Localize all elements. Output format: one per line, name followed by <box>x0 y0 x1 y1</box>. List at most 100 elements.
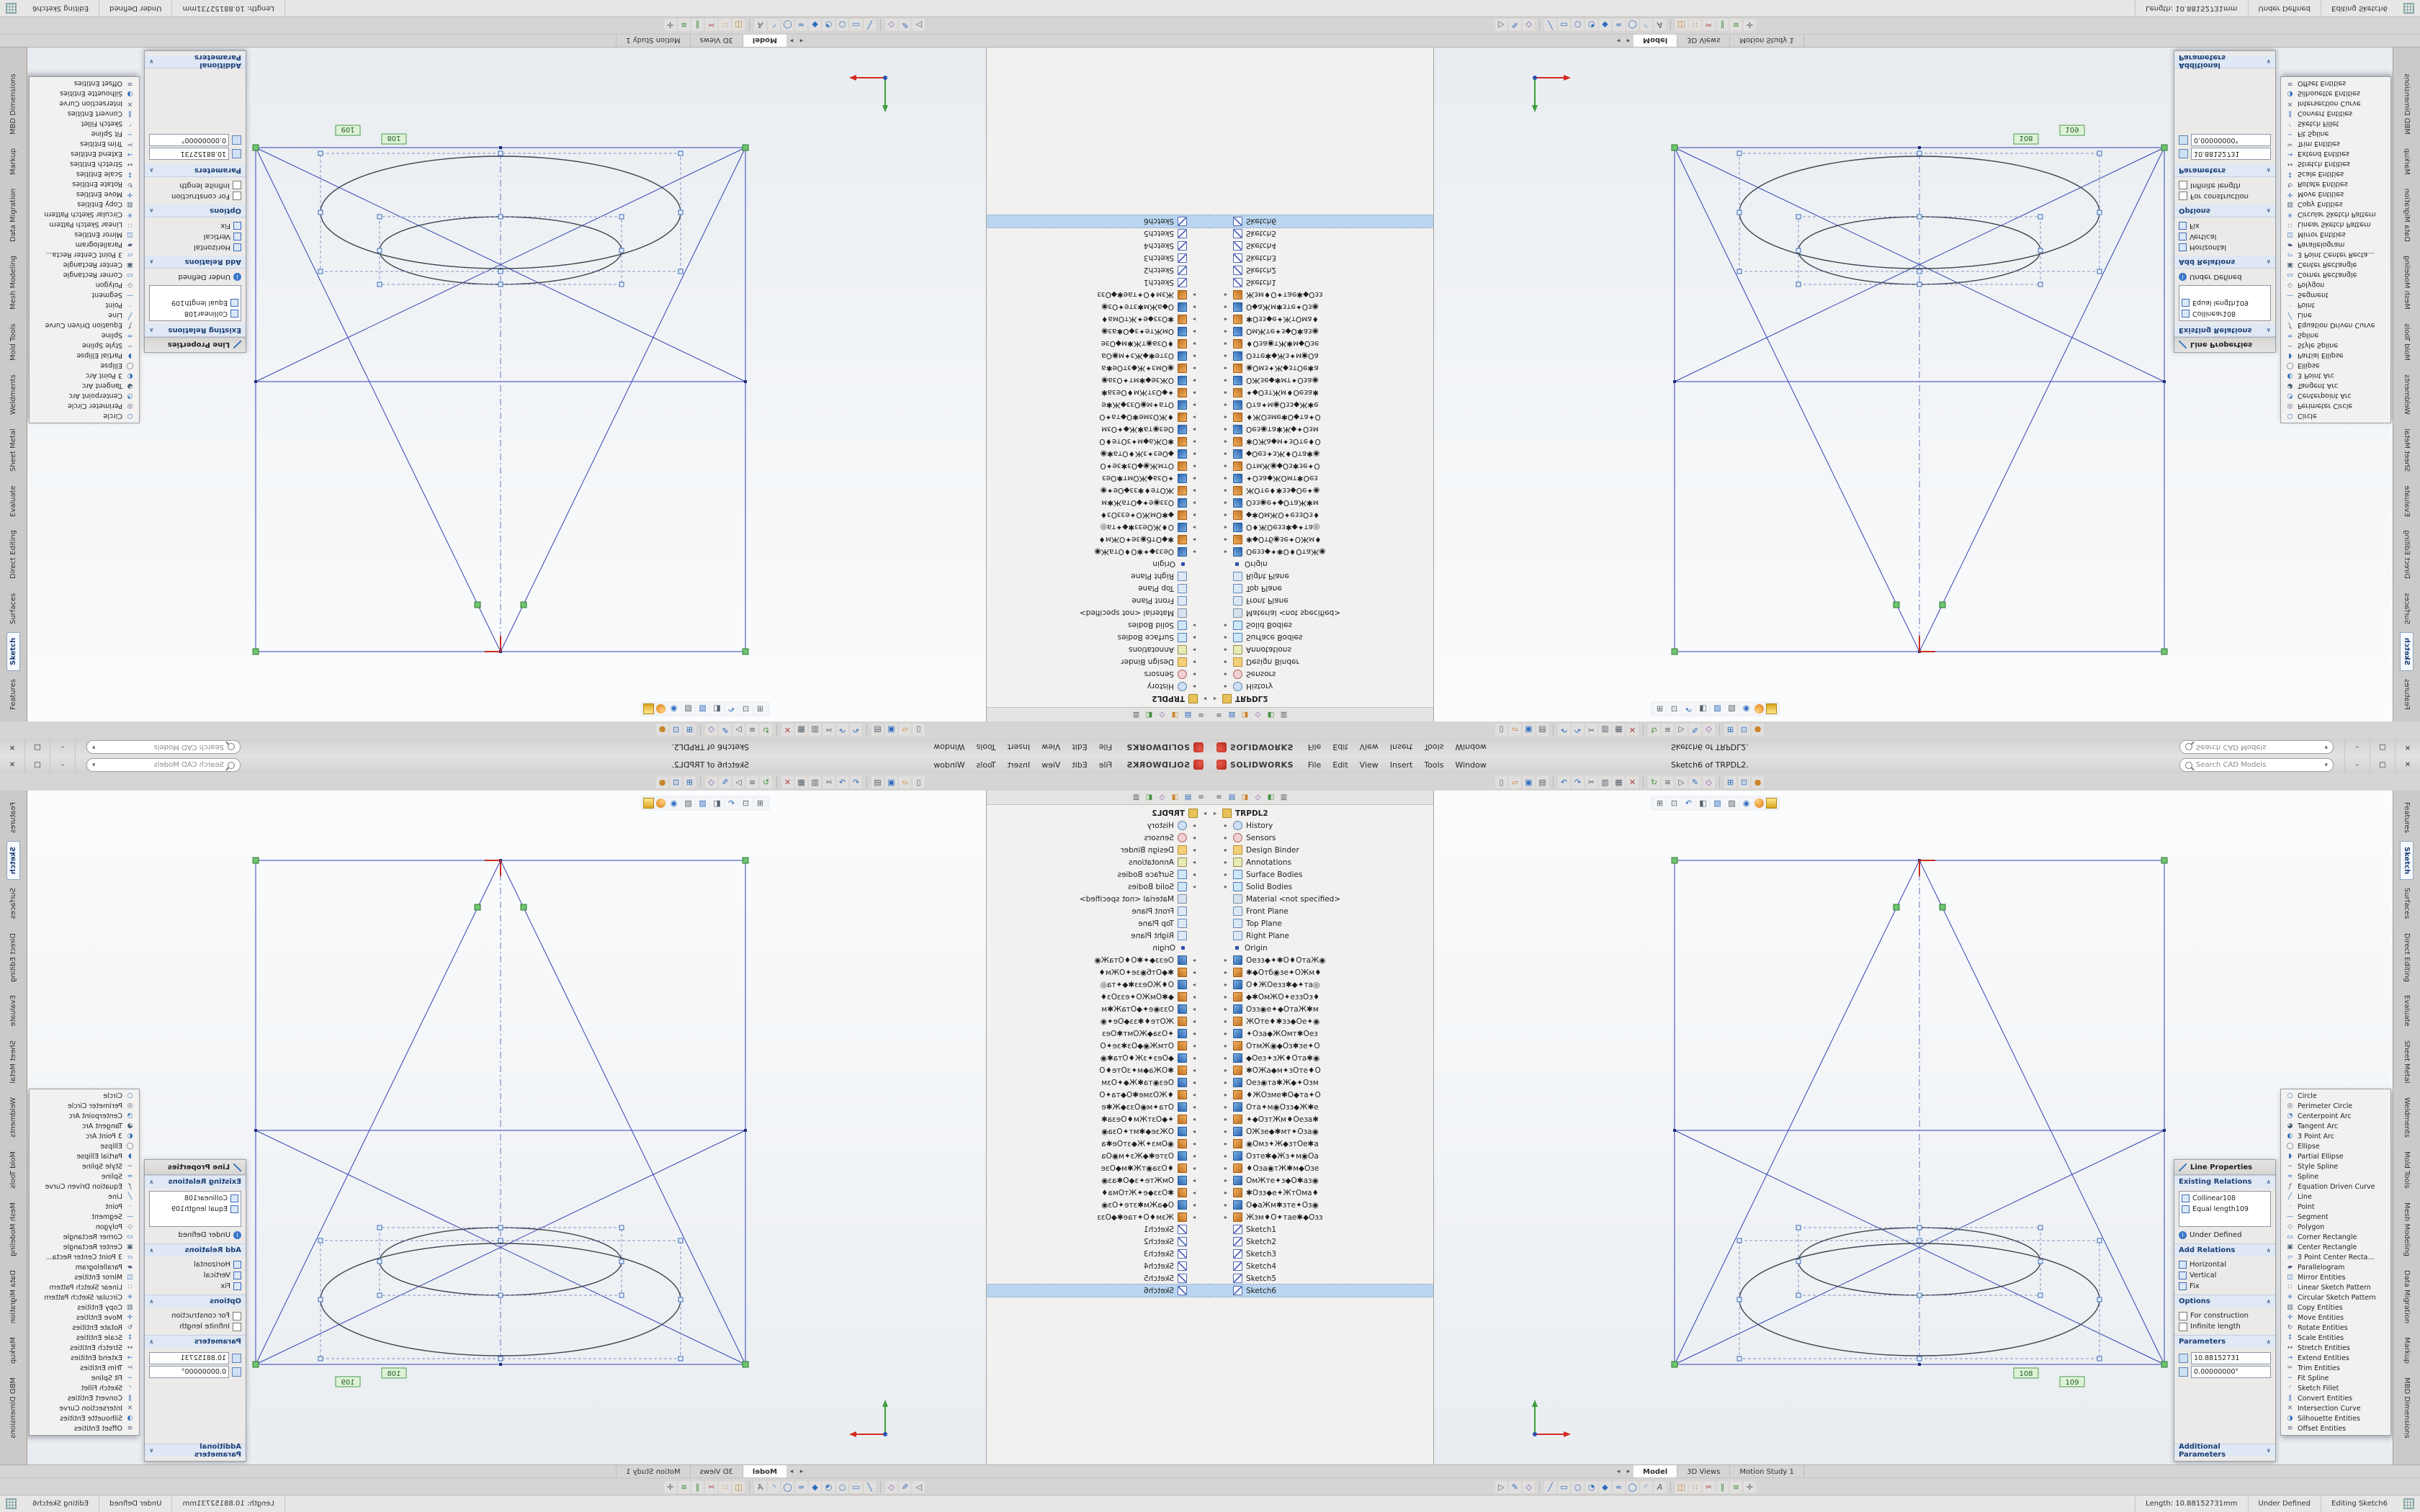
redo-icon[interactable]: ↷ <box>836 724 848 737</box>
tool-linear-sketch-pattern[interactable]: ∷Linear Sketch Pattern <box>30 1282 139 1292</box>
zoom-fit-icon[interactable]: ⊞ <box>1654 797 1666 809</box>
tab-direct-editing[interactable]: Direct Editing <box>2403 530 2411 580</box>
tree-item[interactable]: ОтмЖ◉◆Оз✱зе✦О <box>1210 460 1433 472</box>
panes-tab-icon[interactable]: ▥ <box>1132 793 1140 801</box>
relation-tag-collinear[interactable]: 108 <box>381 133 407 145</box>
for-construction-checkbox[interactable]: For construction <box>149 1310 241 1321</box>
tree-item-sketch5[interactable]: Sketch5 <box>1210 1272 1433 1284</box>
tree-item[interactable]: ОтмЖ◉◆Оз✱зе✦О <box>987 460 1210 472</box>
tree-item[interactable]: Surface Bodies <box>1210 631 1433 644</box>
existing-relations-header[interactable]: Existing Relations∧ <box>2174 1175 2275 1188</box>
tree-item[interactable]: Жзм♦О✦тае✱◆Озз <box>1210 289 1433 301</box>
tree-item[interactable]: Origin <box>1210 942 1433 954</box>
tree-item[interactable]: ✦Оза◆ЖОмт✱Оез <box>987 472 1210 485</box>
tab-features[interactable]: Features <box>9 679 17 710</box>
rebuild-icon[interactable]: ↻ <box>1648 724 1660 737</box>
tab-mbd-dimensions[interactable]: MBD Dimensions <box>2403 73 2411 135</box>
mirror-entities-icon[interactable]: ◫ <box>1675 19 1688 32</box>
tool-extend-entities[interactable]: →Extend Entities <box>2287 1354 2349 1362</box>
selection-handles[interactable] <box>1736 1225 2102 1362</box>
options-icon[interactable]: ≡ <box>746 724 758 737</box>
menu-insert[interactable]: Insert <box>1389 742 1413 752</box>
tree-item-sketch4[interactable]: Sketch4 <box>987 1260 1210 1272</box>
sketch-lines[interactable] <box>255 860 746 1365</box>
appearance-icon[interactable]: ● <box>1752 724 1764 737</box>
tool-spline[interactable]: ≈Spline <box>2287 331 2319 340</box>
tree-item[interactable]: ♦ЖОзме✱О◆та✦О <box>1210 411 1433 423</box>
tool-convert-entities[interactable]: ∥Convert Entities <box>2281 1393 2390 1403</box>
tool-silhouette-entities[interactable]: ◑Silhouette Entities <box>2287 89 2360 98</box>
tree-item[interactable]: Ота✦м◉Озз◆Ж✱е <box>1210 1101 1433 1113</box>
tool-intersection-curve[interactable]: ✕Intersection Curve <box>2287 1404 2361 1413</box>
tool-3-point-center-rectangle[interactable]: ▱3 Point Center Recta... <box>2281 1252 2390 1262</box>
hide-show-items-icon[interactable]: ◉ <box>1740 703 1752 715</box>
text-icon[interactable]: A <box>1654 19 1666 32</box>
tool-mirror-entities[interactable]: ◫Mirror Entities <box>74 230 133 239</box>
configurationmanager-tab-icon[interactable]: ◨ <box>1171 711 1179 719</box>
tree-item[interactable]: ОЖзе◆✱мт✦Оза◉ <box>987 374 1210 387</box>
polygon-icon[interactable]: ◆ <box>1599 1480 1611 1493</box>
tab-scroll-right-icon[interactable]: ▸ <box>1626 1468 1631 1475</box>
tree-item-sketch6[interactable]: Sketch6 <box>1210 1284 1433 1297</box>
tool-fit-spline[interactable]: ∼Fit Spline <box>91 130 133 138</box>
menu-file[interactable]: File <box>1307 742 1322 752</box>
print-icon[interactable]: ▤ <box>871 724 884 737</box>
search-input[interactable]: Search CAD Models ▾ <box>2179 758 2334 772</box>
undo-icon[interactable]: ↶ <box>850 775 862 788</box>
relations-listbox[interactable]: Collinear108 Equal length109 <box>149 285 241 321</box>
select-icon[interactable]: ▷ <box>1675 724 1688 737</box>
tool-centerpoint-arc[interactable]: ◔Centerpoint Arc <box>68 392 133 400</box>
tree-item[interactable]: О♦ЖОезз✱◆✦та◎ <box>987 978 1210 991</box>
tool-ellipse[interactable]: ◯Ellipse <box>100 361 134 370</box>
menu-file[interactable]: File <box>1098 760 1113 770</box>
zoom-fit-icon[interactable]: ⊞ <box>754 797 766 809</box>
panes-tab-icon[interactable]: ▥ <box>1280 711 1288 719</box>
tool-move-entities[interactable]: ✛Move Entities <box>2287 190 2344 199</box>
tool-parallelogram[interactable]: ▰Parallelogram <box>30 240 139 250</box>
tool-segment[interactable]: —Segment <box>91 291 133 300</box>
zoom-area-icon[interactable]: ⊡ <box>670 775 682 788</box>
apply-scene-icon[interactable] <box>643 798 654 809</box>
featuremanager-tab-icon[interactable]: ≡ <box>1198 711 1204 719</box>
relations-listbox[interactable]: Collinear108 Equal length109 <box>2179 285 2271 321</box>
tree-item-sketch1[interactable]: Sketch1 <box>1210 276 1433 289</box>
select-icon[interactable]: ▷ <box>732 724 745 737</box>
minimize-button[interactable]: – <box>50 739 76 756</box>
tree-item[interactable]: ♦ЖОзме✱О◆та✦О <box>987 411 1210 423</box>
tool-perimeter-circle[interactable]: ◎Perimeter Circle <box>2287 1102 2353 1110</box>
menu-file[interactable]: File <box>1098 742 1113 752</box>
tool-tangent-arc[interactable]: ◕Tangent Arc <box>81 1122 133 1130</box>
relation-item[interactable]: Collinear108 <box>152 1193 238 1204</box>
tab-sheet-metal[interactable]: Sheet Metal <box>2403 428 2411 472</box>
configurationmanager-tab-icon[interactable]: ◨ <box>1241 793 1249 801</box>
tree-item[interactable]: Surface Bodies <box>1210 868 1433 881</box>
relation-item[interactable]: Equal length109 <box>152 297 238 308</box>
menu-view[interactable]: View <box>1359 742 1379 752</box>
tab-mesh-modeling[interactable]: Mesh Modeling <box>9 1202 17 1256</box>
displaymanager-tab-icon[interactable]: ◧ <box>1145 711 1153 719</box>
tree-item-sketch6[interactable]: Sketch6 <box>987 1284 1210 1297</box>
tab-scroll-left-icon[interactable]: ◂ <box>799 37 804 44</box>
zoom-fit-icon[interactable]: ⊞ <box>754 703 766 715</box>
menu-view[interactable]: View <box>1359 760 1379 770</box>
cut-icon[interactable]: ✂ <box>1585 724 1597 737</box>
tab-surfaces[interactable]: Surfaces <box>2403 593 2411 624</box>
relation-tag-equal-length[interactable]: 109 <box>2059 1376 2085 1387</box>
smart-dimension-icon[interactable]: ◇ <box>1523 19 1535 32</box>
tree-item-sketch4[interactable]: Sketch4 <box>1210 240 1433 252</box>
tab-direct-editing[interactable]: Direct Editing <box>9 932 17 982</box>
close-button[interactable]: ✕ <box>0 739 25 756</box>
tool-rotate-entities[interactable]: ↻Rotate Entities <box>72 180 133 189</box>
tool-segment[interactable]: —Segment <box>91 1212 133 1221</box>
print-icon[interactable]: ▤ <box>1536 724 1549 737</box>
tree-item[interactable]: Origin <box>1210 558 1433 570</box>
relations-listbox[interactable]: Collinear108 Equal length109 <box>149 1191 241 1227</box>
new-icon[interactable]: ▯ <box>1495 775 1507 788</box>
horizontal-relation-button[interactable]: Horizontal <box>149 1259 241 1270</box>
tab-markup[interactable]: Markup <box>9 148 17 176</box>
smart-dimension-icon[interactable]: ◇ <box>705 724 717 737</box>
angle-field[interactable]: 0.00000000° <box>2191 134 2271 146</box>
view-orientation-icon[interactable]: ▧ <box>696 797 709 809</box>
tab-scroll-left-icon[interactable]: ◂ <box>799 1468 804 1475</box>
displaymanager-tab-icon[interactable]: ◧ <box>1267 793 1275 801</box>
